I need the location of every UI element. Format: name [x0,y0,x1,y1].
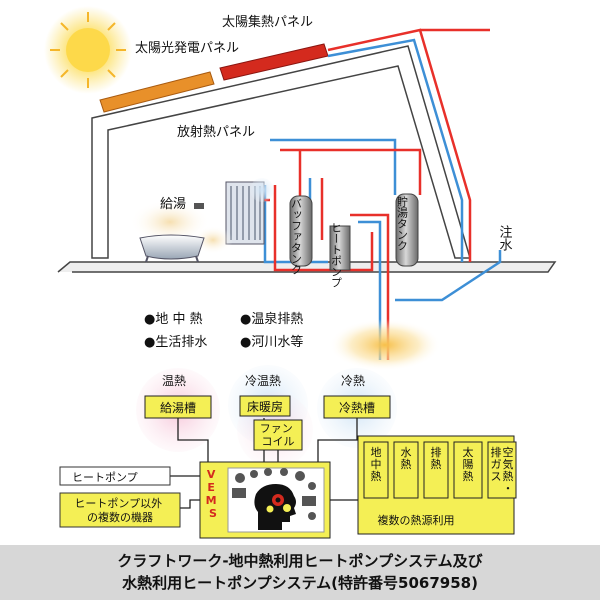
hot-water-tank-label: 給湯槽 [160,401,196,415]
caption-line2: 水熱利用ヒートポンプシステム(特許番号5067958) [122,574,478,592]
source-column-char: 熱 [371,470,382,483]
source-column-char: 空 [503,445,514,459]
source-column-char: 排 [431,445,442,459]
source-river: ●河川水等 [240,334,303,350]
source-column: 空気熱・ 排ガス [487,441,517,499]
source-column-char: 太 [463,446,474,459]
source-column-char: 中 [371,458,382,471]
source-column: 水熱 [393,441,419,499]
multi-source-label: 複数の熱源利用 [378,513,455,527]
sun-icon [44,6,132,94]
source-column: 地中熱 [363,441,389,499]
radiant-panel-label: 放射熱パネル [177,124,255,140]
source-wastewater: ●生活排水 [144,335,207,350]
source-column-char: 水 [401,446,412,459]
warm-category: 温熱 [162,374,186,388]
bathtub-icon [130,200,233,263]
caption-line1: クラフトワーク-地中熱利用ヒートポンプシステム及び [117,552,482,570]
source-column-char: 排 [491,445,502,459]
pv-panel [99,71,215,113]
cold-category: 冷熱 [341,374,365,388]
ground-heat-glow [329,319,441,371]
source-column: 排熱 [423,441,449,499]
house-frame [91,45,472,259]
caption-band [0,545,600,600]
source-column-char: ス [491,470,502,483]
heat-pump-box: ヒートポンプ [59,466,171,486]
source-hotspring: ●温泉排熱 [240,311,303,327]
heat-pump-label: ヒートポンプ [330,222,343,288]
hot-water-tank-box: 給湯槽 [144,395,212,419]
storage-tank-label: 貯湯タンク [396,196,409,251]
source-column: 太陽熱 [453,441,483,499]
source-column-char: ガ [491,458,502,471]
cold-tank-label: 冷熱槽 [339,401,375,415]
source-geothermal: ●地 中 熱 [144,312,203,327]
source-column-char: 地 [371,446,382,459]
storage-tank [395,193,419,267]
fan-coil-box: ファン コイル [253,419,303,451]
pv-panel-label: 太陽光発電パネル [135,41,239,56]
thermal-panel-label: 太陽集熱パネル [222,14,313,30]
radiant-panel [225,178,274,245]
water-inlet-label: 注水 [497,225,513,251]
source-column-char: 陽 [463,458,474,471]
floor-heating-box: 床暖房 [239,395,291,417]
other-devices-label: ヒートポンプ以外 の複数の機器 [74,497,165,524]
hot-water-label: 給湯 [160,197,186,212]
heat-pump-unit [329,225,351,271]
source-column-char: 熱 [503,470,514,483]
device-icons [232,468,316,520]
other-devices-box: ヒートポンプ以外 の複数の機器 [59,492,181,528]
heat-pump-box-label: ヒートポンプ [72,471,138,484]
source-column-char: 熱 [431,458,442,471]
source-column-char: 気 [503,457,514,471]
source-column-char: 熱 [401,458,412,471]
buffer-tank-label: バッファタンク [290,198,303,275]
source-column-char: 熱 [463,470,474,483]
coolwarm-category: 冷温熱 [245,374,281,388]
vems-label: V E M S [206,468,221,520]
cold-tank-box: 冷熱槽 [323,395,391,419]
ground-line [57,261,557,273]
floor-heating-label: 床暖房 [247,399,283,414]
vems-box: V E M S [199,461,331,539]
source-column-char: ・ [503,482,514,495]
buffer-tank [289,195,313,267]
fan-coil-label: ファン コイル [260,422,297,448]
brain-gear-icon [254,484,296,530]
faucet-icon [194,203,204,209]
